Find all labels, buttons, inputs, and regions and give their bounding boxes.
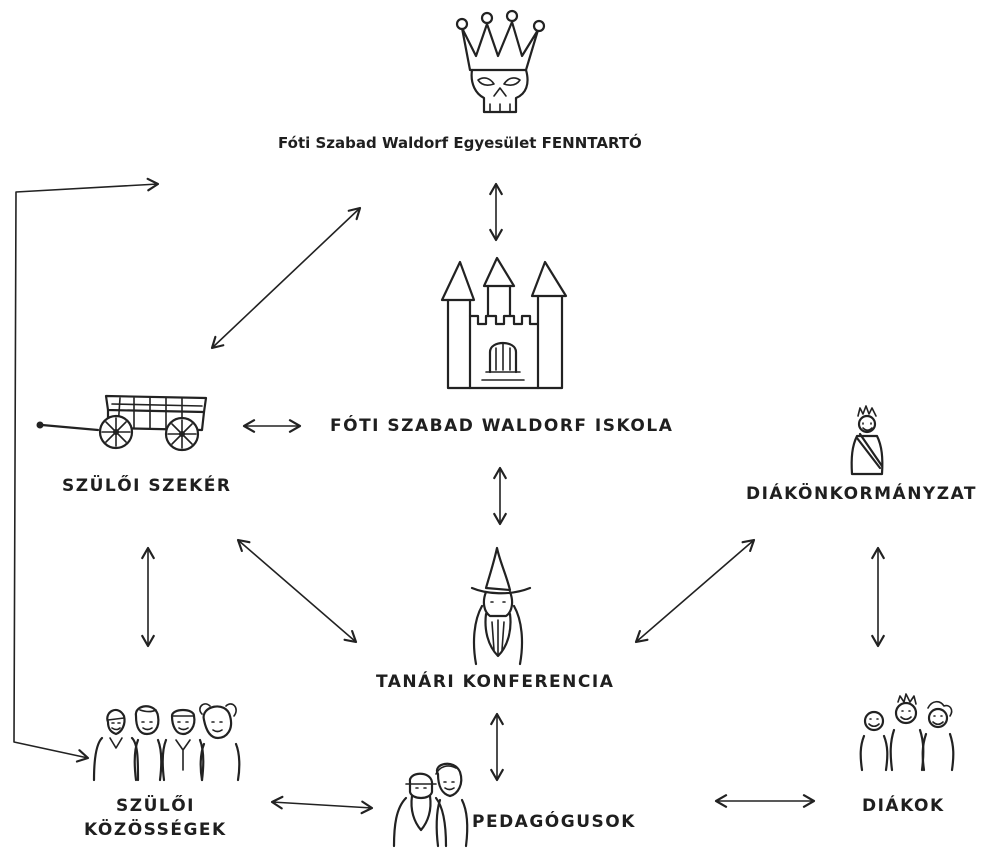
edge-szuloi-kozossegek-pedagogusok [270,795,374,815]
node-label-iskola: FÓTI SZABAD WALDORF ISKOLA [330,416,674,436]
node-label-pedagogusok: PEDAGÓGUSOK [472,812,636,832]
sash-person-icon [850,405,884,476]
edge-szuloi-kozossegek-fenntarto [13,177,160,763]
edge-diakonkormanyzat-tanari-konferencia [634,538,756,644]
node-label-szuloi-kozossegek-line1: SZÜLŐI [116,796,195,816]
node-label-tanari-konferencia: TANÁRI KONFERENCIA [376,672,615,692]
crowned-skull-icon [455,9,546,114]
node-label-diakok: DIÁKOK [862,796,945,816]
node-label-diakonkormanyzat: DIÁKÖNKORMÁNYZAT [746,484,978,504]
edge-szuloi-szeker-tanari-konferencia [236,538,358,644]
node-label-szuloi-kozossegek-line2: KÖZÖSSÉGEK [84,820,227,840]
edge-fenntarto-szuloi-szeker [210,206,362,350]
castle-icon [440,256,568,390]
node-label-szuloi-szeker: SZÜLŐI SZEKÉR [62,476,232,496]
teachers-icon [392,762,469,848]
students-icon [859,693,955,772]
node-label-fenntarto: Fóti Szabad Waldorf Egyesület FENNTARTÓ [278,134,642,152]
wizard-icon [470,546,532,666]
